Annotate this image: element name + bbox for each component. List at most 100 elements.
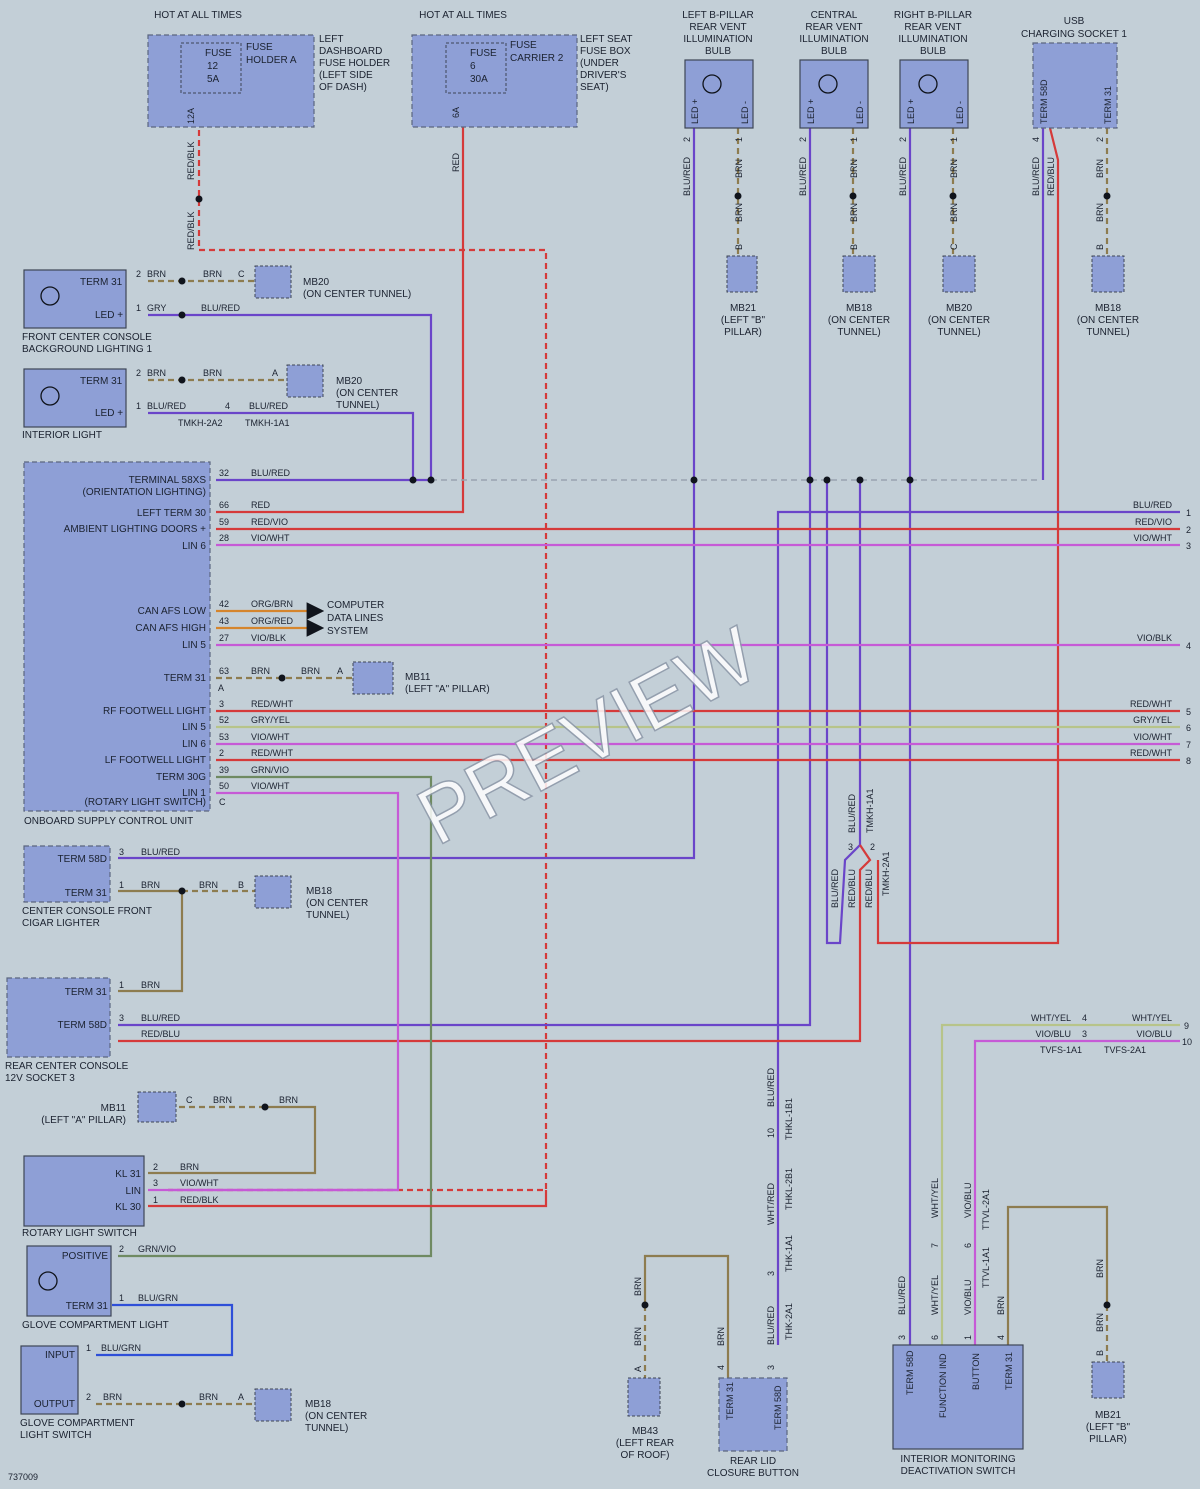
pin-number: 27 <box>219 633 229 643</box>
wire-label: BRN <box>1095 203 1105 222</box>
splice <box>178 277 186 285</box>
component-box <box>6 977 111 1058</box>
pin-name: LEFT TERM 30 <box>137 508 207 519</box>
wire-label: VIO/BLK <box>251 633 286 643</box>
ground-label: (LEFT "B" <box>1086 1422 1131 1433</box>
component-title: CENTRAL <box>811 10 858 21</box>
splice <box>734 192 742 200</box>
wire-label: BRN <box>849 203 859 222</box>
component-label: INTERIOR LIGHT <box>22 430 102 441</box>
wire-label: BRN <box>734 203 744 222</box>
pin-name: TERM 58D <box>58 1020 107 1031</box>
wire-label: BRN <box>180 1162 199 1172</box>
pin-name: LED + <box>95 408 123 419</box>
component-title: BULB <box>821 46 847 57</box>
wire-label: RED/BLU <box>864 869 874 908</box>
wire-label: BRN <box>633 1327 643 1346</box>
ground-label: TUNNEL) <box>305 1423 348 1434</box>
ground-label: OF ROOF) <box>621 1450 670 1461</box>
fuse-left-hot-label: HOT AT ALL TIMES <box>154 10 242 21</box>
wire-label: GRY <box>147 303 166 313</box>
component-label: 12V SOCKET 3 <box>5 1073 75 1084</box>
pin-name: LED + <box>690 99 700 124</box>
pin-number: 3 <box>766 1365 776 1370</box>
pin-name: LED + <box>906 99 916 124</box>
splice <box>261 1103 269 1111</box>
ground-label: (ON CENTER <box>928 315 990 326</box>
splice <box>178 376 186 384</box>
component-title: BULB <box>705 46 731 57</box>
ground-label: TUNNEL) <box>336 400 379 411</box>
fuse-location: FUSE HOLDER <box>319 58 390 69</box>
bulb-icon <box>40 286 60 306</box>
ground-point-icon <box>254 1388 292 1422</box>
pin-number: 3 <box>153 1178 158 1188</box>
connector-label: THKL-2B1 <box>784 1168 794 1210</box>
component-label: DEACTIVATION SWITCH <box>901 1466 1016 1477</box>
pin-name: CAN AFS LOW <box>138 606 207 617</box>
component-label: CLOSURE BUTTON <box>707 1468 799 1479</box>
pin-name: POSITIVE <box>62 1251 108 1262</box>
pin-name: BUTTON <box>971 1353 981 1390</box>
pin-number: 3 <box>219 699 224 709</box>
wire-bulb2-led-plus <box>118 128 812 1027</box>
wire-label: BLU/RED <box>766 1305 776 1345</box>
pin-name: AMBIENT LIGHTING DOORS + <box>64 524 206 535</box>
wire-number: 5 <box>1186 707 1191 717</box>
wire-label: BRN <box>1095 159 1105 178</box>
connector-label: TMKH-1A1 <box>245 418 290 428</box>
fuse-location: OF DASH) <box>319 82 367 93</box>
wire-label: VIO/WHT <box>180 1178 219 1188</box>
connector-label: B <box>734 244 744 250</box>
connector-label: C <box>186 1095 193 1105</box>
pin-name: LIN 5 <box>182 722 206 733</box>
pin-name: TERM 31 <box>65 888 108 899</box>
rotary-light-switch: MB11 (LEFT "A" PILLAR) C BRN BRN KL 31 L… <box>22 1091 298 1239</box>
component-title: REAR VENT <box>904 22 961 33</box>
ground-label: (ON CENTER <box>305 1411 367 1422</box>
bulb-box <box>899 59 969 129</box>
splice <box>1103 192 1111 200</box>
ground-label: MB18 <box>306 886 333 897</box>
connector-pin: 6 <box>963 1243 973 1248</box>
wire-number: 1 <box>1186 508 1191 518</box>
pin-number: 2 <box>119 1244 124 1254</box>
splice <box>849 192 857 200</box>
component-title: BULB <box>920 46 946 57</box>
component-box <box>892 1344 1024 1450</box>
bulb-icon <box>702 74 722 94</box>
bulb-icon <box>818 74 838 94</box>
pin-name: TERM 31 <box>1004 1352 1014 1390</box>
wire-label: BLU/RED <box>141 847 181 857</box>
tunnel-connector-tmkh: BLU/RED TMKH-1A1 3 2 BLU/RED RED/BLU RED… <box>830 788 891 908</box>
connector-label: TTVL-1A1 <box>981 1247 991 1288</box>
ground-label: (ON CENTER <box>828 315 890 326</box>
wire-label: VIO/BLU <box>963 1182 973 1218</box>
pin-number: 1 <box>153 1195 158 1205</box>
connector-pin: 10 <box>766 1128 776 1138</box>
wire-label: VIO/WHT <box>1134 533 1173 543</box>
fuse-location: (LEFT SIDE <box>319 70 373 81</box>
wire-label: BRN <box>949 203 959 222</box>
connector-label: THK-2A1 <box>784 1303 794 1340</box>
wire-label: BRN <box>849 159 859 178</box>
wire-tunnel-blured <box>825 480 862 945</box>
wire-interior-light-led <box>148 411 415 480</box>
wire-label: BLU/RED <box>830 868 840 908</box>
splices <box>178 192 1111 1408</box>
connector-label: A <box>238 1392 244 1402</box>
pin-number: C <box>219 797 226 807</box>
diagram-id: 737009 <box>8 1472 38 1482</box>
ground-label: MB11 <box>405 672 431 683</box>
ground-label: (ON CENTER <box>1077 315 1139 326</box>
component-label: CIGAR LIGHTER <box>22 918 100 929</box>
splice <box>409 476 417 484</box>
wire-label: RED/WHT <box>1130 699 1172 709</box>
ground-mb21-right: BRN BRN B MB21 (LEFT "B" PILLAR) <box>1086 1259 1131 1445</box>
pin-number: 4 <box>1031 137 1041 142</box>
wire-label: RED/BLU <box>1046 157 1056 196</box>
ground-label: (LEFT "B" <box>721 315 766 326</box>
pin-number: 4 <box>716 1365 726 1370</box>
wire-label: BLU/RED <box>1133 500 1173 510</box>
pin-number: 52 <box>219 715 229 725</box>
